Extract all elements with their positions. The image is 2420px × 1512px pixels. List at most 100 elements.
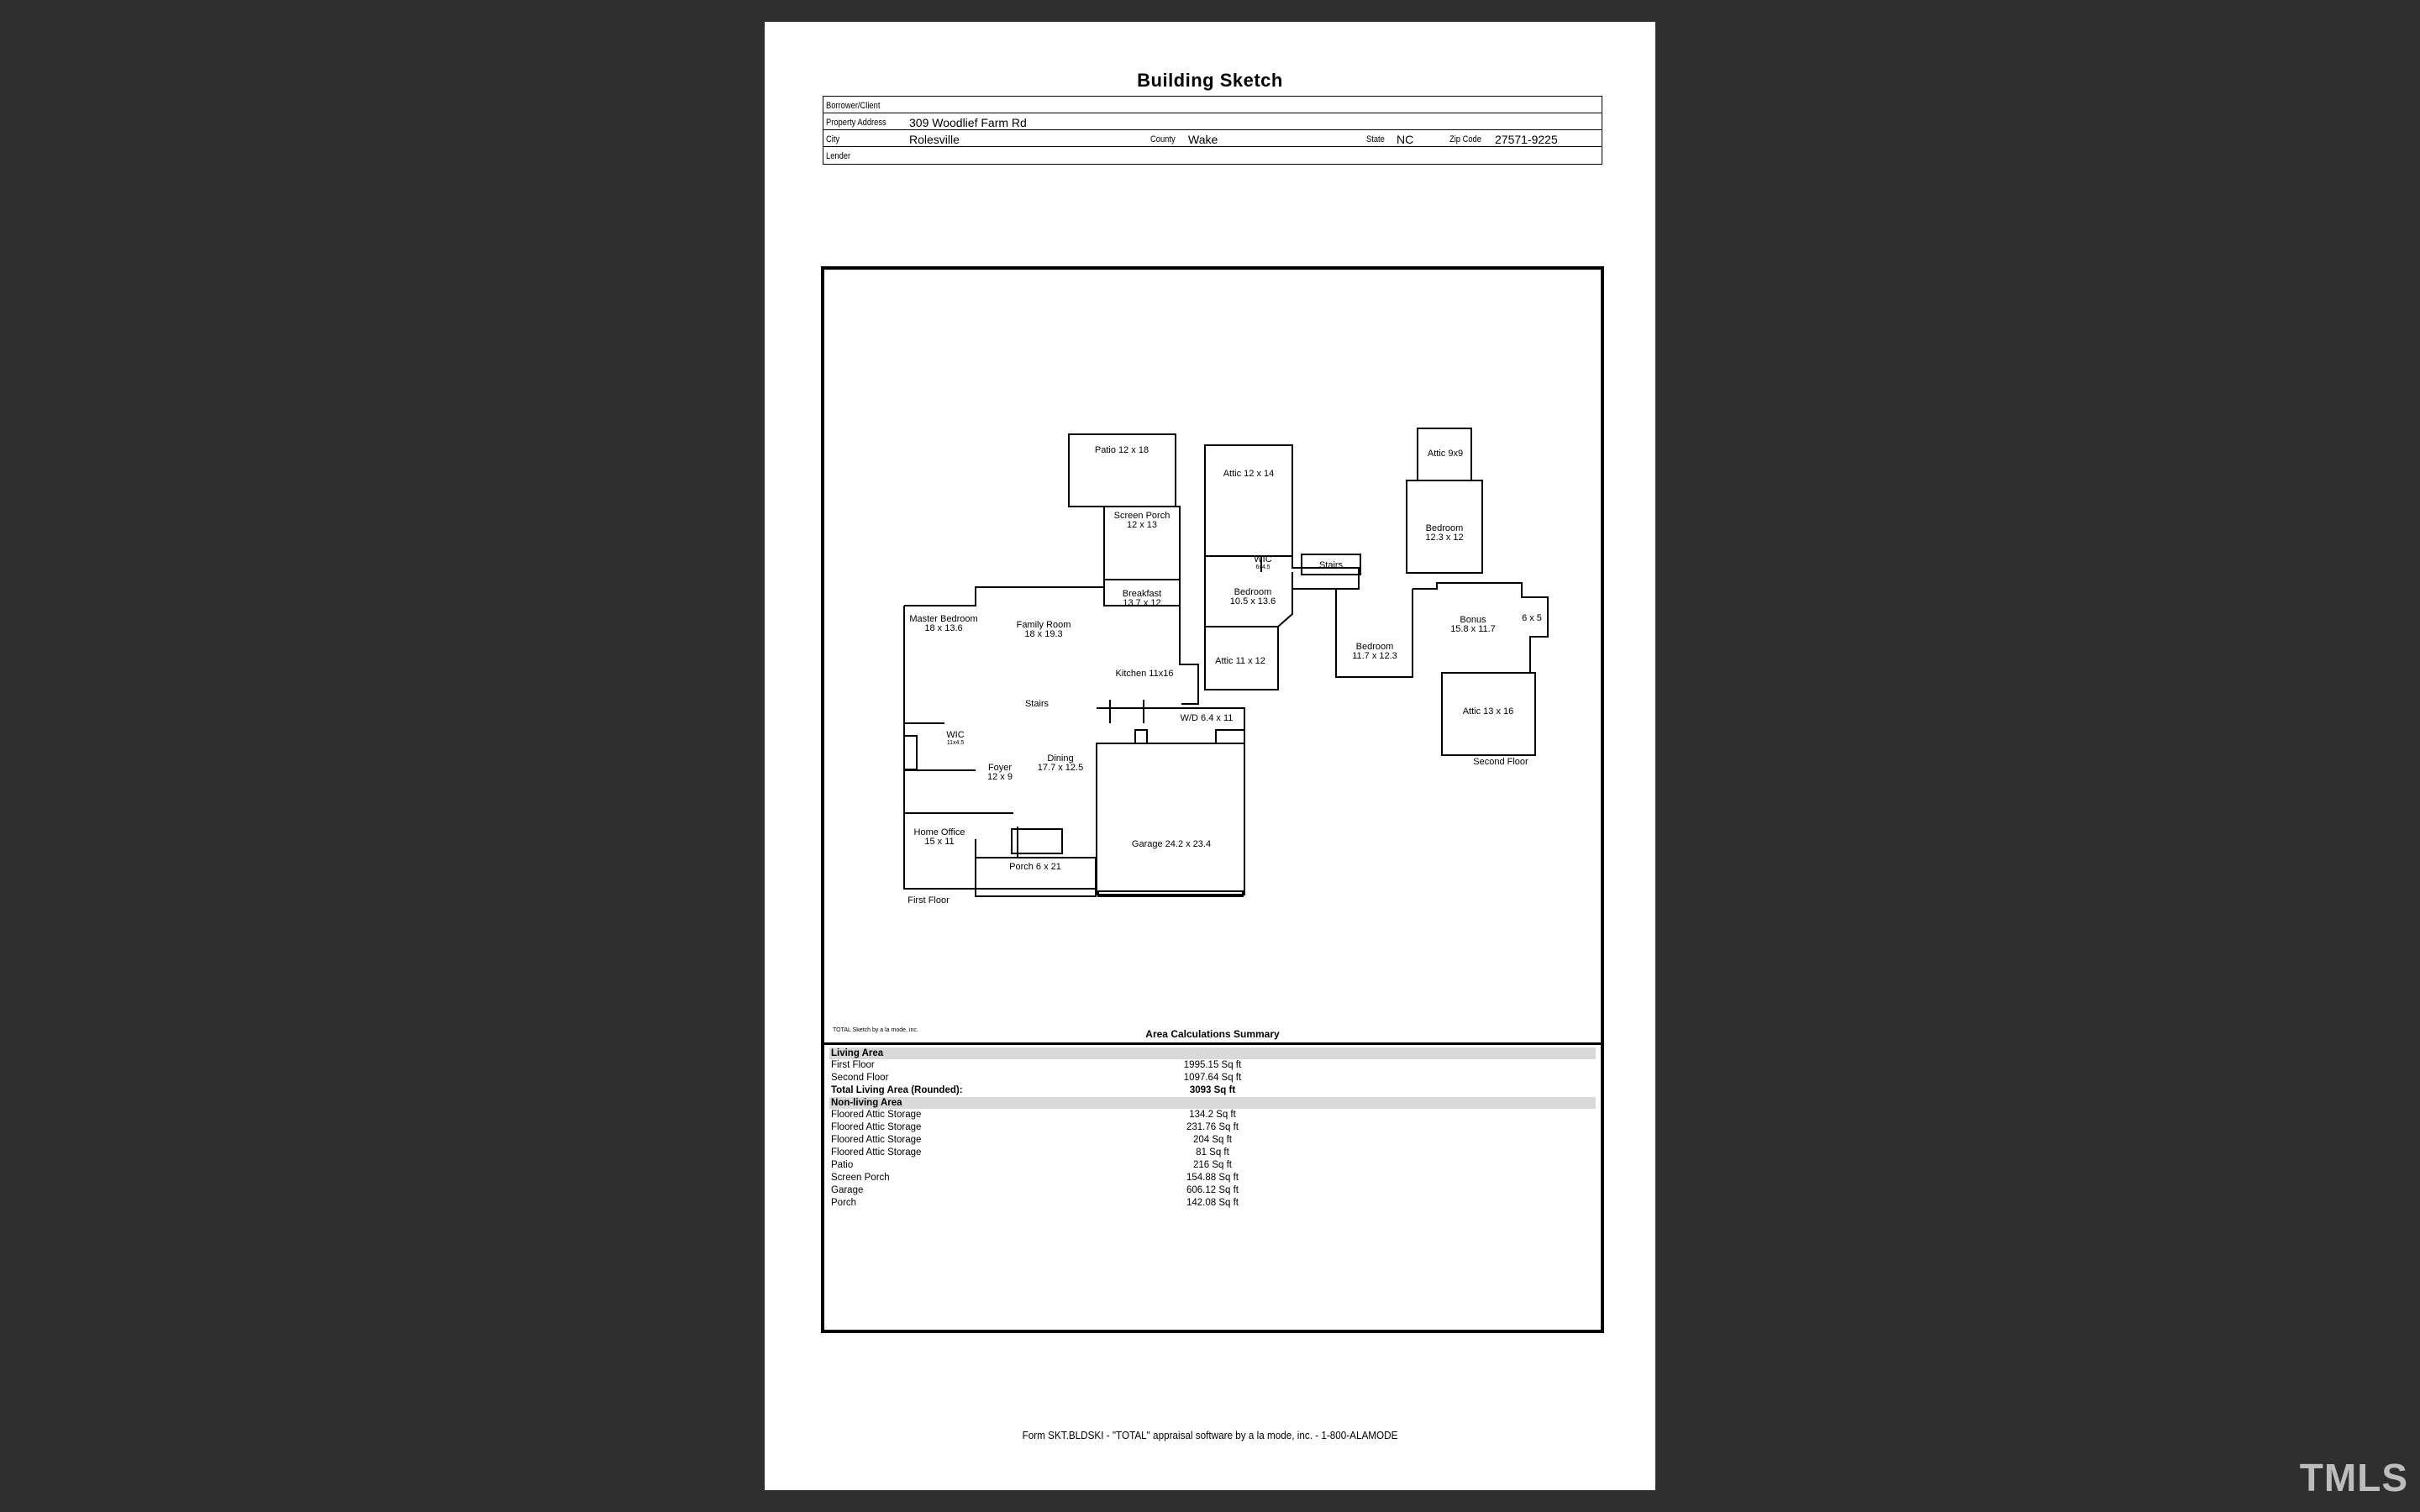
washer	[1134, 729, 1148, 744]
table-row: Garage 606.12 Sq ft	[829, 1184, 1596, 1197]
attic-4-label: Attic 13 x 16	[1463, 706, 1514, 717]
first-floor-west-wall	[903, 586, 1104, 890]
form-footer: Form SKT.BLDSKI - "TOTAL" appraisal soft…	[1022, 1429, 1398, 1441]
patio-label: Patio 12 x 18	[1095, 445, 1149, 455]
screen-porch-label-2: 12 x 13	[1127, 520, 1157, 530]
stairs-2-label: Stairs	[1319, 560, 1344, 570]
row-name: First Floor	[831, 1060, 875, 1070]
row-name: Patio	[831, 1160, 854, 1170]
row-name: Floored Attic Storage	[831, 1122, 922, 1132]
bedroom-3-label-1: Bedroom	[1356, 642, 1394, 652]
row-value: 606.12 Sq ft	[1186, 1185, 1239, 1195]
screen-porch-outline	[1103, 506, 1181, 580]
row-value: 154.88 Sq ft	[1186, 1173, 1239, 1183]
total-label: Total Living Area (Rounded):	[831, 1085, 963, 1095]
nonliving-area-header: Non-living Area	[829, 1097, 1596, 1109]
sketch-frame: Patio 12 x 18 Screen Porch 12 x 13 Break…	[821, 266, 1604, 1333]
garage-outline	[1096, 743, 1245, 895]
row-value: 81 Sq ft	[1196, 1147, 1229, 1158]
wic-1-label-1: WIC	[946, 730, 964, 740]
address-value: 309 Woodlief Farm Rd	[909, 116, 1027, 129]
wic-1-label-2: 11x4.5	[947, 740, 965, 746]
city-row: City Rolesville County Wake State NC Zip…	[823, 130, 1602, 147]
bedroom-2-label-2: 12.3 x 12	[1425, 533, 1463, 543]
table-row: Floored Attic Storage 134.2 Sq ft	[829, 1109, 1596, 1121]
row-name: Garage	[831, 1185, 864, 1195]
lender-label: Lender	[826, 151, 851, 161]
total-row: Total Living Area (Rounded): 3093 Sq ft	[829, 1084, 1596, 1097]
attic-1-label: Attic 12 x 14	[1223, 469, 1275, 479]
attic-2-label: Attic 11 x 12	[1215, 656, 1265, 666]
property-header-table: Borrower/Client Property Address 309 Woo…	[823, 96, 1602, 165]
row-name: Floored Attic Storage	[831, 1110, 922, 1120]
watermark-logo: TMLS	[2299, 1456, 2408, 1499]
bedroom-3-label-2: 11.7 x 12.3	[1352, 651, 1397, 661]
city-label: City	[826, 134, 840, 144]
document-page: Building Sketch Borrower/Client Property…	[765, 22, 1655, 1490]
county-value: Wake	[1188, 133, 1218, 146]
area-summary-title: Area Calculations Summary	[1145, 1028, 1280, 1040]
table-row: Floored Attic Storage 231.76 Sq ft	[829, 1121, 1596, 1134]
row-name: Porch	[831, 1198, 857, 1208]
second-floor-label: Second Floor	[1473, 757, 1528, 767]
bonus-outline	[1413, 582, 1549, 674]
master-label-1: Master Bedroom	[909, 614, 977, 624]
page-title: Building Sketch	[1137, 70, 1283, 91]
kitchen-east-wall	[1179, 606, 1199, 705]
lender-row: Lender	[823, 147, 1602, 164]
living-area-header: Living Area	[829, 1047, 1596, 1059]
floor-plan-sketch: Patio 12 x 18 Screen Porch 12 x 13 Break…	[903, 428, 1549, 906]
row-value: 1995.15 Sq ft	[1183, 1060, 1242, 1070]
sketch-credit: TOTAL Sketch by a la mode, inc.	[833, 1027, 918, 1033]
dryer	[1215, 729, 1245, 744]
table-row: First Floor 1995.15 Sq ft	[829, 1059, 1596, 1072]
row-value: 216 Sq ft	[1192, 1160, 1233, 1170]
bedroom-1-label-1: Bedroom	[1234, 587, 1272, 597]
city-value: Rolesville	[909, 133, 960, 146]
stairs-1-label: Stairs	[1025, 699, 1050, 709]
master-label-2: 18 x 13.6	[924, 623, 962, 633]
table-row: Patio 216 Sq ft	[829, 1159, 1596, 1172]
stairs-2-outline	[1301, 554, 1361, 575]
family-label-1: Family Room	[1017, 620, 1071, 630]
table-row: Floored Attic Storage 81 Sq ft	[829, 1147, 1596, 1159]
table-row: Floored Attic Storage 204 Sq ft	[829, 1134, 1596, 1147]
row-value: 142.08 Sq ft	[1186, 1198, 1239, 1208]
kitchen-label: Kitchen 11x16	[1116, 669, 1174, 679]
kitchen-counter	[1109, 700, 1144, 723]
bonus-label-2: 15.8 x 11.7	[1450, 624, 1496, 634]
first-floor-label: First Floor	[908, 895, 950, 906]
row-name: Screen Porch	[831, 1173, 890, 1183]
county-label: County	[1150, 134, 1176, 144]
office-label-1: Home Office	[914, 827, 965, 837]
row-value: 204 Sq ft	[1192, 1135, 1233, 1145]
stairs-hall-walls	[1260, 547, 1360, 590]
area-summary-divider	[824, 1042, 1601, 1045]
tub	[903, 735, 918, 770]
bonus-label-1: Bonus	[1460, 615, 1486, 625]
attic-13x16-outline	[1441, 672, 1536, 756]
bedroom-2-outline	[1406, 480, 1483, 574]
row-value: 1097.64 Sq ft	[1183, 1073, 1242, 1083]
attic-12x14-outline	[1204, 444, 1293, 557]
total-value: 3093 Sq ft	[1189, 1085, 1236, 1095]
bedroom-2-label-1: Bedroom	[1426, 523, 1464, 533]
bedroom-1-label-2: 10.5 x 13.6	[1230, 596, 1276, 606]
wic-2-label-2: 6x4.5	[1255, 564, 1270, 570]
zip-label: Zip Code	[1449, 134, 1481, 144]
foyer-label-2: 12 x 9	[987, 772, 1013, 782]
state-label: State	[1366, 134, 1385, 144]
table-row: Porch 142.08 Sq ft	[829, 1197, 1596, 1210]
bedroom-3-outline	[1335, 589, 1413, 678]
stairs-outline	[1011, 828, 1063, 854]
borrower-label: Borrower/Client	[826, 101, 881, 111]
family-label-2: 18 x 19.3	[1024, 629, 1062, 639]
borrower-row: Borrower/Client	[823, 97, 1602, 113]
address-row: Property Address 309 Woodlief Farm Rd	[823, 113, 1602, 130]
row-value: 134.2 Sq ft	[1189, 1110, 1236, 1120]
garage-doors	[1097, 890, 1244, 897]
wd-label: W/D 6.4 x 11	[1181, 713, 1234, 723]
row-value: 231.76 Sq ft	[1186, 1122, 1239, 1132]
foyer-label-1: Foyer	[988, 763, 1012, 773]
bedroom-1-outline	[1204, 556, 1293, 690]
